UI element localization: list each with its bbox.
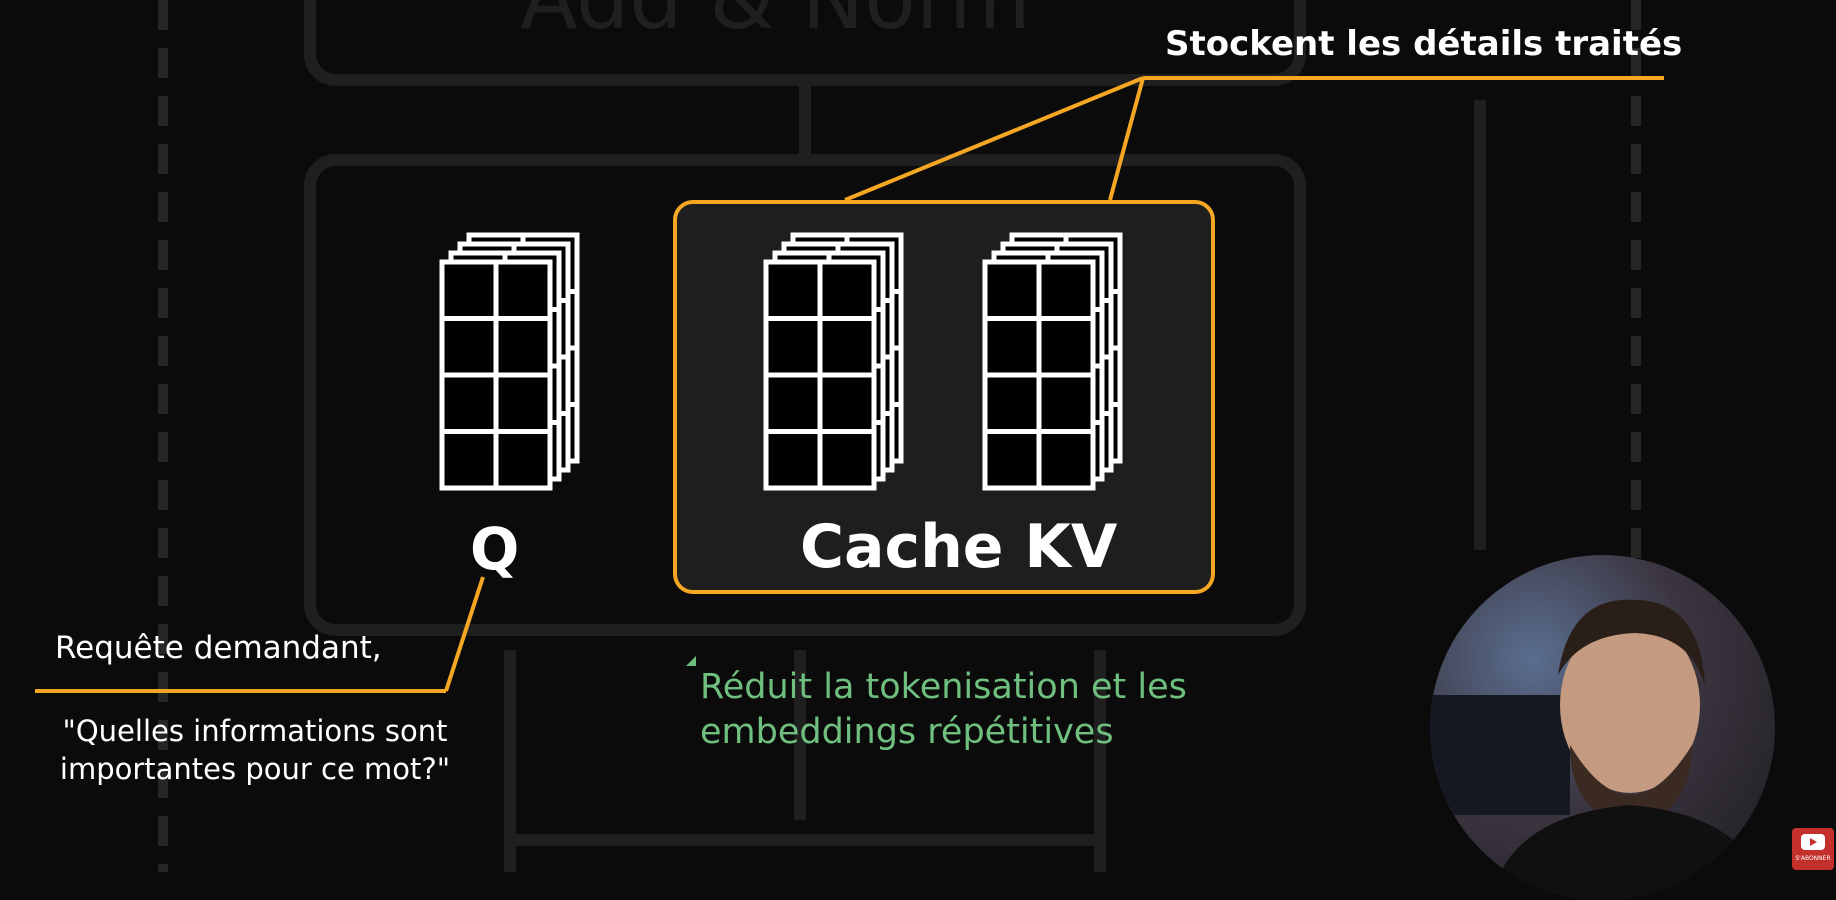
background-dashed-lines bbox=[158, 0, 1641, 872]
request-pointer bbox=[444, 576, 485, 692]
question-quote: "Quelles informations sont importantes p… bbox=[59, 714, 451, 786]
cursor-marker bbox=[686, 656, 696, 666]
connector-lines bbox=[35, 76, 1664, 693]
beard-shape bbox=[1570, 745, 1692, 825]
hair-shape bbox=[1558, 599, 1705, 685]
matrix-grid bbox=[985, 262, 1093, 488]
request-label: Requête demandant, bbox=[55, 630, 382, 666]
matrix-grid bbox=[766, 262, 874, 488]
matrix-stacks bbox=[439, 232, 1123, 491]
diagram-stage: Add & Norm Stockent les détails traités … bbox=[35, 0, 1834, 900]
cache-kv-label: Cache KV bbox=[800, 512, 1118, 582]
presenter-silhouette bbox=[1430, 599, 1770, 900]
background-bottom-loop bbox=[504, 820, 1106, 872]
matrix-grid bbox=[442, 262, 550, 488]
face-shape bbox=[1560, 617, 1700, 793]
q-label: Q bbox=[470, 515, 520, 583]
youtube-play-icon bbox=[1801, 834, 1825, 850]
presenter-webcam bbox=[1430, 555, 1775, 900]
processed-details-label: Stockent les détails traités bbox=[1165, 24, 1683, 64]
monitor-shape bbox=[1430, 695, 1570, 815]
v-matrix-stack bbox=[982, 232, 1123, 491]
top-pointer-right bbox=[1108, 77, 1145, 201]
q-matrix-stack bbox=[439, 232, 580, 491]
background-title: Add & Norm bbox=[520, 0, 1031, 48]
top-pointer-left bbox=[844, 76, 1144, 202]
background-architecture bbox=[304, 0, 1486, 872]
subscribe-button[interactable]: S'ABONNER bbox=[1792, 828, 1834, 870]
reduction-note: Réduit la tokenisation et les embeddings… bbox=[700, 667, 1187, 752]
subscribe-label: S'ABONNER bbox=[1795, 855, 1831, 862]
k-matrix-stack bbox=[763, 232, 904, 491]
diagram-canvas: Add & Norm bbox=[35, 0, 1664, 872]
